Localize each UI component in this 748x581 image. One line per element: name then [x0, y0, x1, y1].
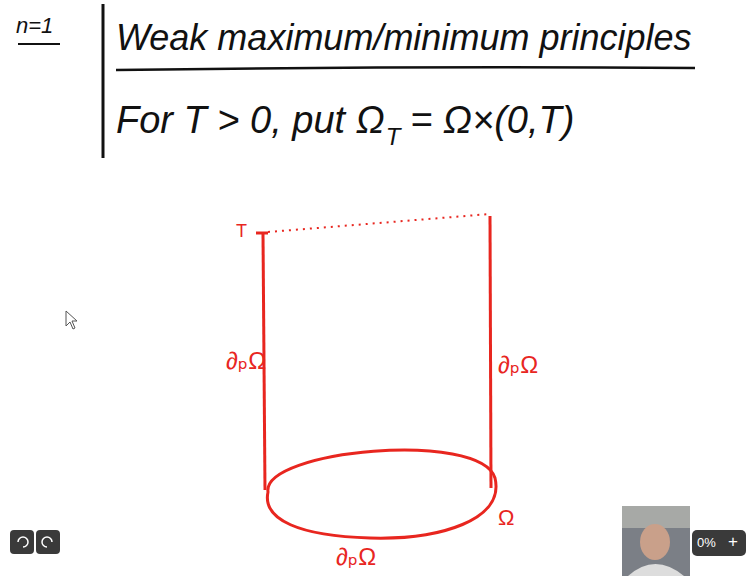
underline	[116, 67, 695, 70]
redo-button	[36, 530, 60, 554]
webcam-face	[640, 524, 670, 560]
zoom-percent: 0%	[697, 536, 716, 550]
boundary-label: ∂ₚΩ	[226, 348, 266, 374]
definition-text: = Ω×(0,T)	[410, 100, 574, 142]
webcam-shirt	[628, 564, 684, 576]
undo-icon	[18, 537, 28, 547]
separator-bar	[102, 4, 105, 158]
definition-text: For T > 0, put Ω	[116, 100, 385, 142]
section-tag: n=1	[16, 14, 53, 38]
axis-label: T	[236, 222, 247, 242]
boundary-label: ∂ₚΩ	[498, 352, 538, 378]
webcam-thumbnail	[622, 506, 690, 576]
zoom-control	[692, 530, 746, 556]
zoom-in-button: +	[728, 533, 738, 552]
underline	[18, 43, 60, 45]
undo-button	[10, 530, 34, 554]
domain-label: Ω	[498, 506, 514, 530]
slide-title: Weak maximum/minimum principles	[116, 18, 691, 58]
mouse-cursor	[66, 311, 77, 329]
subscript: T	[386, 124, 401, 150]
cylinder-sketch	[256, 214, 496, 538]
redo-icon	[42, 537, 52, 547]
boundary-label: ∂ₚΩ	[336, 544, 376, 570]
